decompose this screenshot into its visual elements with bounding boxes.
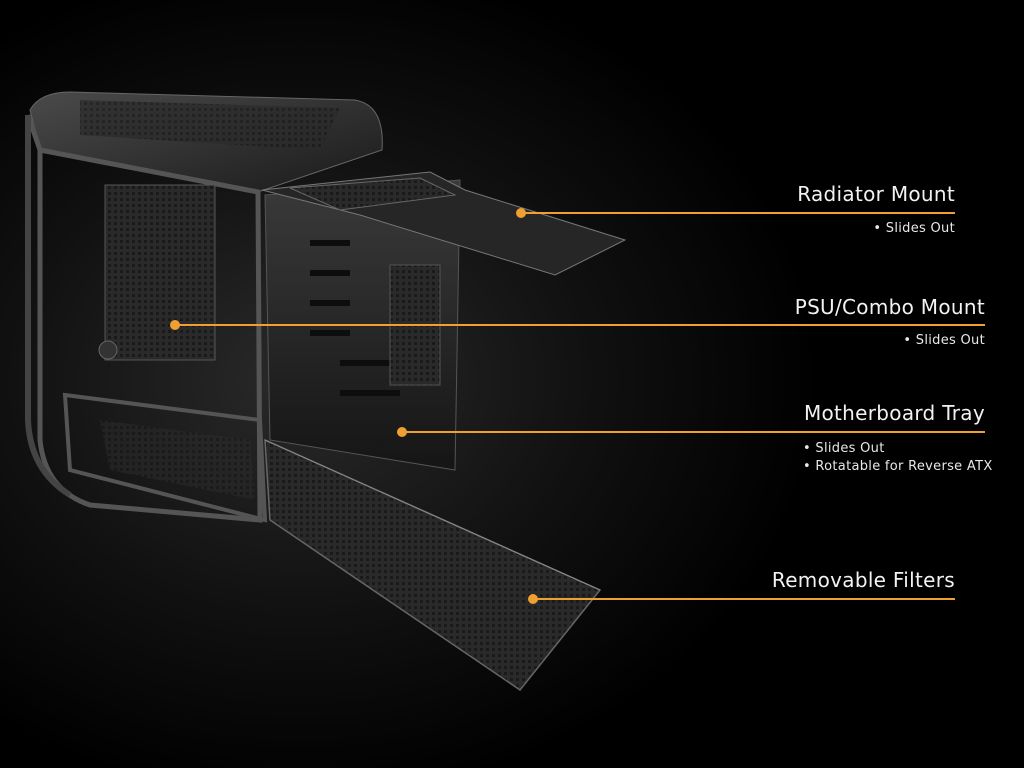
callout-title-motherboard-tray: Motherboard Tray <box>803 401 985 425</box>
removable-filter <box>264 438 602 692</box>
callout-line-psu-combo-mount <box>175 324 985 326</box>
callout-title-radiator-mount: Radiator Mount <box>797 182 955 206</box>
callout-dot-psu-combo-mount <box>170 320 180 330</box>
callout-title-psu-combo-mount: PSU/Combo Mount <box>794 295 985 319</box>
psu-combo-mount <box>104 184 216 361</box>
callout-bullet: • Rotatable for Reverse ATX <box>803 459 993 474</box>
callout-line-radiator-mount <box>521 212 955 214</box>
callout-dot-radiator-mount <box>516 208 526 218</box>
callout-bullet: • Slides Out <box>873 221 955 236</box>
case-bottom-frame <box>62 392 268 523</box>
callout-bullet: • Slides Out <box>803 441 885 456</box>
callout-dot-removable-filters <box>528 594 538 604</box>
callout-dot-motherboard-tray <box>397 427 407 437</box>
callout-title-removable-filters: Removable Filters <box>771 568 955 592</box>
callout-bullet: • Slides Out <box>903 333 985 348</box>
callout-line-removable-filters <box>533 598 955 600</box>
callout-line-motherboard-tray <box>402 431 985 433</box>
